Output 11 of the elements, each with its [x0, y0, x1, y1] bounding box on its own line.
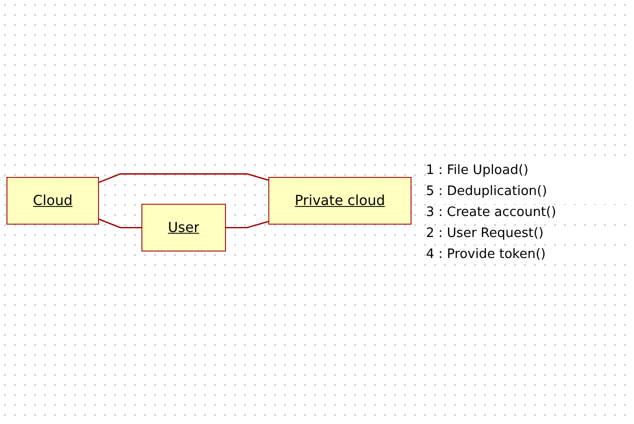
connector	[225, 220, 269, 228]
message-label: 1 : File Upload()	[426, 162, 626, 178]
node-box: User	[141, 203, 226, 251]
message-label: 5 : Deduplication()	[426, 184, 626, 198]
message-label: 2 : User Request()	[426, 226, 626, 240]
node-box: Cloud	[6, 176, 99, 224]
message-label: 3 : Create account()	[426, 204, 626, 220]
message-label: 4 : Provide token()	[426, 246, 626, 262]
connector	[98, 172, 269, 183]
node-box: Private cloud	[268, 176, 412, 224]
connector	[98, 218, 142, 228]
